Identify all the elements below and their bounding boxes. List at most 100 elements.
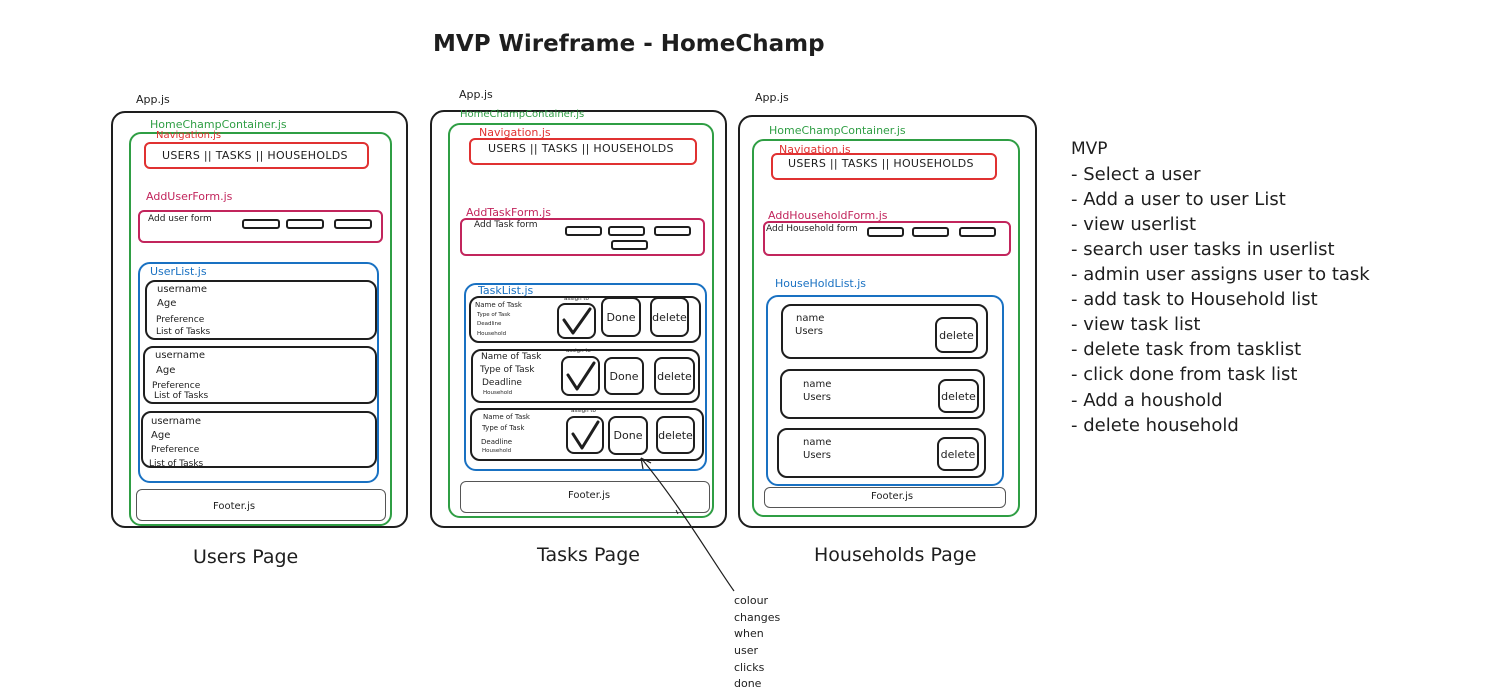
add-task-form [460,218,705,256]
user-card[interactable] [141,411,377,468]
household-card-users: Users [803,392,832,403]
delete-button[interactable]: delete [937,437,979,471]
annotation-line: changes [734,611,781,624]
app-label: App.js [136,93,170,106]
user-card-age: Age [157,298,177,309]
task-form-input-2[interactable] [608,226,645,236]
task-card-household: Household [482,448,512,454]
navigation-bar[interactable] [144,142,369,169]
household-list [766,295,1004,486]
task-card-deadline: Deadline [482,378,522,388]
household-card-name: name [796,313,825,324]
user-card-tasks: List of Tasks [149,459,204,469]
task-card-name: Name of Task [481,352,542,362]
task-card-household: Household [483,390,513,396]
task-card-name: Name of Task [483,413,530,421]
households-page-label: Households Page [814,544,977,566]
done-button[interactable]: Done [604,357,644,395]
annotation-line: clicks [734,661,765,674]
delete-button[interactable]: delete [656,416,695,454]
annotation-line: user [734,644,758,657]
assign-checkbox[interactable] [557,303,596,339]
navigation-links[interactable]: USERS || TASKS || HOUSEHOLDS [162,149,348,162]
app-frame [738,115,1037,528]
user-card-username: username [157,284,207,295]
footer-label: Footer.js [871,491,914,502]
add-household-form-label: AddHouseholdForm.js [768,209,888,222]
household-form-input-1[interactable] [867,227,904,237]
wireframe-title: MVP Wireframe - HomeChamp [433,31,825,57]
container-label: HomeChampContainer.js [460,109,585,120]
footer-label: Footer.js [213,501,256,512]
add-task-form-label: AddTaskForm.js [466,206,552,219]
task-card[interactable] [471,349,700,403]
navigation-links[interactable]: USERS || TASKS || HOUSEHOLDS [488,142,674,155]
container-frame [752,139,1020,517]
tasks-page-label: Tasks Page [537,544,640,566]
household-form-input-2[interactable] [912,227,949,237]
annotation-line: done [734,677,762,690]
user-card-preference: Preference [152,381,201,391]
add-household-form [763,221,1011,256]
mvp-heading: MVP [1071,139,1108,159]
users-page-label: Users Page [193,546,299,568]
done-button[interactable]: Done [608,416,648,455]
mvp-item: - view userlist [1071,214,1197,235]
user-form-input-2[interactable] [286,219,324,229]
app-label: App.js [755,91,789,104]
user-card[interactable] [145,280,377,340]
delete-button[interactable]: delete [938,379,979,413]
household-card[interactable] [781,304,988,359]
app-frame [430,110,727,528]
assign-to-label: assign to [566,348,591,354]
mvp-item: - delete task from tasklist [1071,339,1302,360]
user-form-input-3[interactable] [334,219,372,229]
container-frame [129,132,392,526]
user-card-tasks: List of Tasks [154,391,209,401]
household-card-users: Users [795,326,824,337]
mvp-item: - search user tasks in userlist [1071,239,1335,260]
assign-checkbox[interactable] [566,416,604,454]
container-label: HomeChampContainer.js [769,124,906,137]
mvp-item: - Select a user [1071,164,1201,185]
task-list-label: TaskList.js [478,284,534,297]
checkmark-icon [562,307,592,335]
navigation-label: Navigation.js [479,126,551,139]
user-form-input-1[interactable] [242,219,280,229]
household-card[interactable] [780,369,985,419]
task-card[interactable] [469,296,701,343]
navigation-links[interactable]: USERS || TASKS || HOUSEHOLDS [788,157,974,170]
user-card[interactable] [143,346,377,404]
navigation-bar[interactable] [771,153,997,180]
navigation-bar[interactable] [469,138,697,165]
household-form-input-3[interactable] [959,227,996,237]
footer [764,487,1006,508]
user-card-tasks: List of Tasks [156,327,211,337]
annotation-line: colour [734,594,769,607]
task-card-type: Type of Task [477,312,511,318]
task-form-input-4[interactable] [611,240,648,250]
household-card[interactable] [777,428,986,478]
user-card-username: username [155,350,205,361]
task-card[interactable] [470,408,704,461]
household-card-name: name [803,379,832,390]
assign-checkbox[interactable] [561,356,600,396]
delete-button[interactable]: delete [650,297,689,337]
checkmark-icon [571,420,600,450]
mvp-item: - Add a houshold [1071,390,1223,411]
mvp-item: - Add a user to user List [1071,189,1286,210]
assign-to-label: assign to [564,296,589,302]
task-form-input-3[interactable] [654,226,691,236]
done-button[interactable]: Done [601,297,641,337]
delete-button[interactable]: delete [935,317,978,353]
user-card-age: Age [151,430,171,441]
household-card-users: Users [803,450,832,461]
task-card-deadline: Deadline [477,321,502,327]
task-form-input-1[interactable] [565,226,602,236]
mvp-item: - admin user assigns user to task [1071,264,1370,285]
task-card-type: Type of Task [482,424,525,432]
task-card-deadline: Deadline [481,438,513,446]
delete-button[interactable]: delete [654,357,695,395]
container-frame [448,123,714,518]
add-user-form [138,210,383,243]
